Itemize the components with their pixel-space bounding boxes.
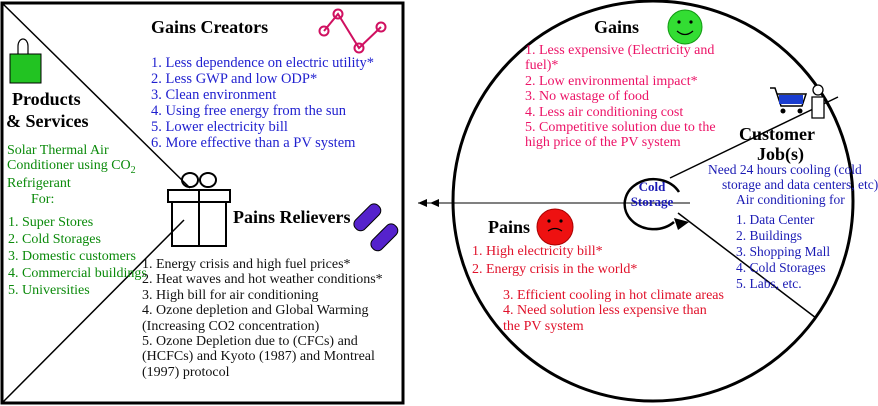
customer-job-item: 5. Labs, etc. <box>736 275 802 291</box>
pain-item: 2. Energy crisis in the world* <box>472 261 638 277</box>
gains-title: Gains <box>594 17 640 37</box>
shopping-bag-icon <box>9 38 42 84</box>
products-desc-line1: Solar Thermal Air <box>7 143 109 158</box>
gain-creators-title: Gains Creators <box>151 17 269 37</box>
pills-icon <box>353 203 399 252</box>
pain-reliever-item: 3. High bill for air conditioning <box>142 287 319 303</box>
gain-creator-item: 3. Clean environment <box>151 86 277 103</box>
product-item: 2. Cold Storages <box>8 232 101 248</box>
customer-jobs-title-line2: Job(s) <box>757 144 805 164</box>
pain-reliever-item: (1997) protocol <box>142 364 230 380</box>
connector-arrowhead <box>418 199 427 207</box>
customer-jobs-need-line2: storage and data centers, etc) <box>722 176 878 192</box>
product-item: 1. Super Stores <box>8 215 94 230</box>
customer-job-item: 3. Shopping Mall <box>736 243 831 259</box>
pain-reliever-item: (HCFCs) and Kyoto (1987) and Montreal <box>142 349 375 365</box>
gain-item: high price of the PV system <box>525 135 681 151</box>
sad-face-icon <box>536 208 574 246</box>
circle-divider-lower <box>677 212 817 319</box>
circle-divider-upper <box>669 96 839 179</box>
value-map-diagonal-bottom <box>1 219 185 404</box>
products-list: 1. Super Stores 2. Cold Storages 3. Dome… <box>8 214 147 299</box>
customer-job-item: 1. Data Center <box>736 212 815 227</box>
pains-list-bottom: 3. Efficient cooling in hot climate area… <box>503 288 724 334</box>
pains-list-top: 1. High electricity bill* 2. Energy cris… <box>472 243 637 278</box>
center-swirl-arrowhead <box>674 218 689 230</box>
product-item: 4. Commercial buildings <box>8 266 147 282</box>
pain-reliever-item: 2. Heat waves and hot weather conditions… <box>142 272 383 288</box>
gain-item: 5. Competitive solution due to the <box>525 119 716 135</box>
pain-reliever-item: 1. Energy crisis and high fuel prices* <box>142 257 351 272</box>
product-item: 5. Universities <box>8 283 90 299</box>
product-item: 3. Domestic customers <box>8 249 136 265</box>
growth-chart-icon <box>318 8 387 54</box>
customer-jobs-need-line1: Need 24 hours cooling (cold <box>708 162 862 177</box>
value-map-diagonal-top <box>1 2 191 189</box>
pain-reliever-item: (Increasing CO2 concentration) <box>142 318 320 334</box>
pain-item: 3. Efficient cooling in hot climate area… <box>503 288 724 303</box>
products-for-label: For: <box>31 191 55 207</box>
center-label: Cold Storage <box>620 179 684 210</box>
smiley-face-icon <box>667 9 703 45</box>
products-desc-subscript: 2 <box>130 165 136 177</box>
pain-reliever-item: 5. Ozone Depletion due to (CFCs) and <box>142 333 358 349</box>
pain-item: 1. High electricity bill* <box>472 244 603 259</box>
pain-item: the PV system <box>503 318 584 334</box>
gift-box-icon <box>167 172 231 247</box>
products-description: Solar Thermal Air Conditioner using CO2 … <box>7 143 136 207</box>
shopping-cart-person-icon <box>770 84 825 119</box>
products-desc-line2: Conditioner using CO2 <box>7 158 136 176</box>
products-title-line2: & Services <box>6 111 89 131</box>
canvas-diagram <box>0 0 855 405</box>
gain-item: 3. No wastage of food <box>525 89 650 105</box>
customer-job-item: 2. Buildings <box>736 227 803 243</box>
center-label-line1: Cold <box>638 179 666 194</box>
gain-item: fuel)* <box>525 58 559 74</box>
gains-list: 1. Less expensive (Electricity and fuel)… <box>525 43 716 151</box>
products-desc-line3: Refrigerant <box>7 176 71 192</box>
products-desc-line2-text: Conditioner using CO <box>7 158 131 174</box>
gain-creator-item: 5. Lower electricity bill <box>151 118 288 135</box>
gain-creators-list: 1. Less dependence on electric utility* … <box>151 55 375 152</box>
center-swirl <box>623 177 681 231</box>
pain-item: 4. Need solution less expensive than <box>503 303 707 319</box>
gain-item: 4. Less air conditioning cost <box>525 104 684 120</box>
pains-title: Pains <box>488 217 531 237</box>
customer-job-item: 4. Cold Storages <box>736 259 826 275</box>
value-map-square <box>0 1 405 405</box>
gain-item: 2. Low environmental impact* <box>525 73 698 89</box>
customer-jobs-air-label: Air conditioning for <box>736 191 845 207</box>
pain-reliever-item: 4. Ozone depletion and Global Warming <box>142 303 369 319</box>
gain-creator-item: 2. Less GWP and low ODP* <box>151 70 318 87</box>
gain-item: 1. Less expensive (Electricity and <box>525 43 715 58</box>
customer-profile-circle <box>451 0 855 403</box>
gain-creator-item: 4. Using free energy from the sun <box>151 102 347 119</box>
products-title-line1: Products <box>12 89 81 109</box>
connector-arrowhead-2 <box>430 199 439 207</box>
center-label-line2: Storage <box>630 193 674 209</box>
gain-creator-item: 1. Less dependence on electric utility* <box>151 55 375 71</box>
customer-jobs-list: 1. Data Center 2. Buildings 3. Shopping … <box>736 212 830 292</box>
gain-creator-item: 6. More effective than a PV system <box>151 134 356 151</box>
pain-relievers-title: Pains Relievers <box>233 207 351 227</box>
pain-relievers-list: 1. Energy crisis and high fuel prices* 2… <box>142 257 383 380</box>
customer-jobs-need: Need 24 hours cooling (cold storage and … <box>708 162 878 208</box>
customer-jobs-title-line1: Customer <box>739 124 815 144</box>
